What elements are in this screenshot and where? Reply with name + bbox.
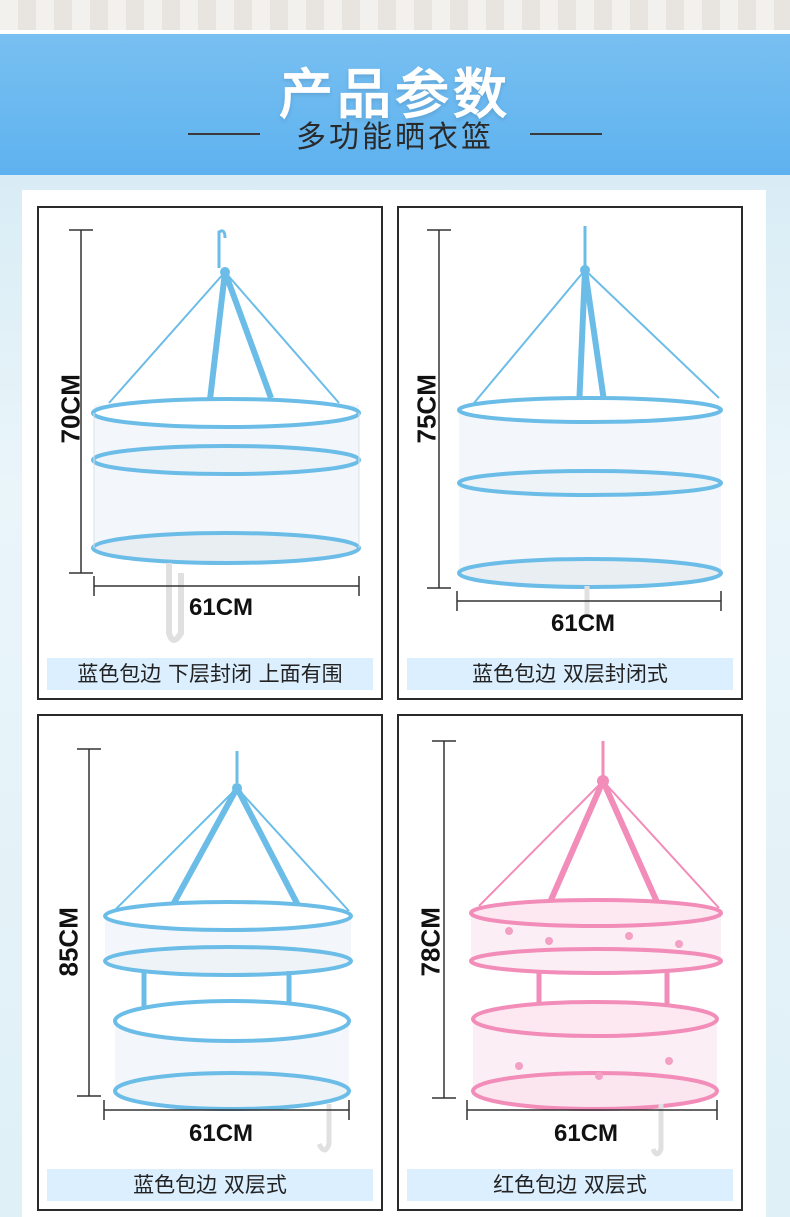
- divider-left: [188, 133, 260, 135]
- width-label: 61CM: [551, 610, 616, 637]
- product-caption: 蓝色包边 下层封闭 上面有围: [47, 658, 373, 690]
- width-label: 61CM: [189, 1120, 254, 1147]
- basket-image-closed-bottom: [69, 229, 361, 643]
- product-card-1: 70CM 61CM 蓝色包边 下层封闭 上面有围: [37, 206, 383, 700]
- page-header: 产品参数 多功能晒衣篮: [0, 0, 790, 175]
- decorative-wave-border: [0, 0, 790, 34]
- page-title: 产品参数: [279, 63, 511, 126]
- subtitle-row: 多功能晒衣篮: [0, 112, 790, 156]
- basket-image-double-open-blue: [77, 748, 353, 1153]
- height-label: 70CM: [55, 374, 86, 444]
- divider-right: [530, 133, 602, 135]
- product-caption: 蓝色包边 双层式: [47, 1169, 373, 1201]
- basket-image-double-closed: [427, 226, 723, 616]
- height-label: 85CM: [53, 907, 84, 977]
- basket-image-double-open-pink: [432, 740, 723, 1157]
- page-subtitle: 多功能晒衣篮: [296, 120, 494, 155]
- product-card-3: 85CM 61CM 蓝色包边 双层式: [37, 714, 383, 1211]
- height-label: 75CM: [411, 374, 442, 444]
- product-card-2: 75CM 61CM 蓝色包边 双层封闭式: [397, 206, 743, 700]
- product-caption: 红色包边 双层式: [407, 1169, 733, 1201]
- product-card-4: 78CM 61CM 红色包边 双层式: [397, 714, 743, 1211]
- product-caption: 蓝色包边 双层封闭式: [407, 658, 733, 690]
- width-label: 61CM: [554, 1120, 619, 1147]
- width-label: 61CM: [189, 594, 254, 621]
- height-label: 78CM: [415, 907, 446, 977]
